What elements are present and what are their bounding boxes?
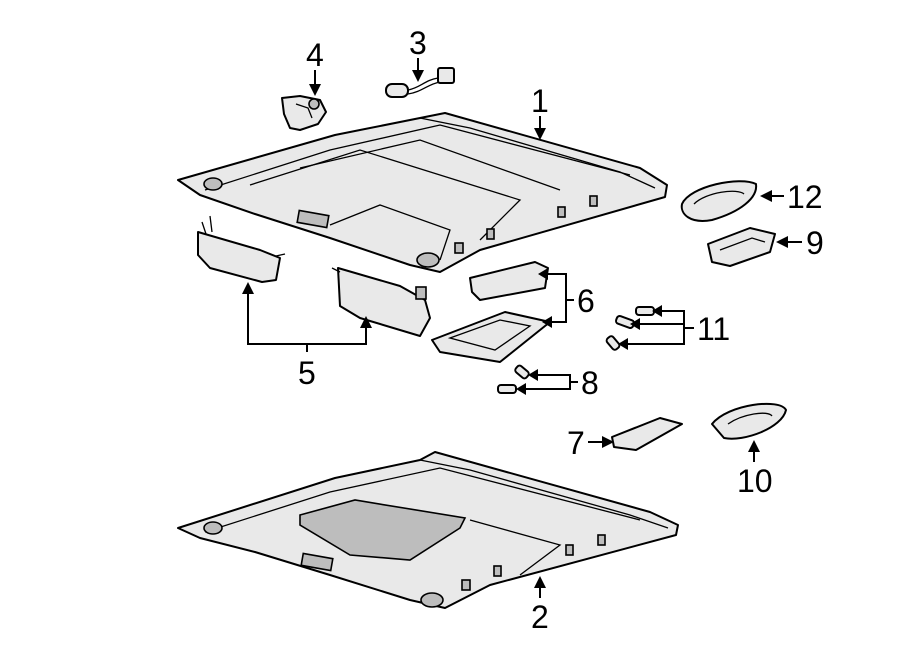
callout-3: 3: [409, 25, 427, 61]
callout-1: 1: [531, 83, 549, 119]
callout-8: 8: [581, 365, 599, 401]
callout-9: 9: [806, 225, 824, 261]
callout-6: 6: [577, 283, 595, 319]
bulb-harness: [385, 67, 455, 98]
leader-8: [516, 369, 578, 395]
leader-7: [588, 436, 614, 448]
leader-4: [309, 70, 321, 96]
lens: [680, 180, 758, 222]
leader-9: [776, 236, 802, 248]
callout-5: 5: [298, 355, 316, 391]
headliner-lower: [177, 451, 679, 609]
sun-visor-right: [331, 267, 431, 337]
leader-5: [242, 282, 372, 352]
bulbs-8: [497, 364, 530, 394]
leader-10: [748, 440, 760, 462]
clip-bracket: [281, 95, 327, 131]
leader-1: [534, 116, 546, 140]
sun-visor-left: [197, 215, 286, 283]
leader-11: [618, 305, 694, 350]
callout-4: 4: [306, 37, 324, 73]
callout-2: 2: [531, 599, 549, 635]
leader-12: [760, 190, 784, 202]
leader-2: [534, 576, 546, 598]
overhead-console: [431, 261, 551, 363]
callout-11: 11: [697, 311, 730, 347]
dome-lamp: [711, 402, 787, 440]
callout-10: 10: [737, 463, 773, 499]
leader-6: [538, 268, 574, 328]
lamp-assembly: [707, 227, 776, 267]
callout-12: 12: [787, 179, 823, 215]
leader-3: [412, 58, 424, 82]
bracket-plate: [611, 417, 683, 451]
headliner-upper: [177, 112, 668, 273]
callout-7: 7: [567, 425, 585, 461]
